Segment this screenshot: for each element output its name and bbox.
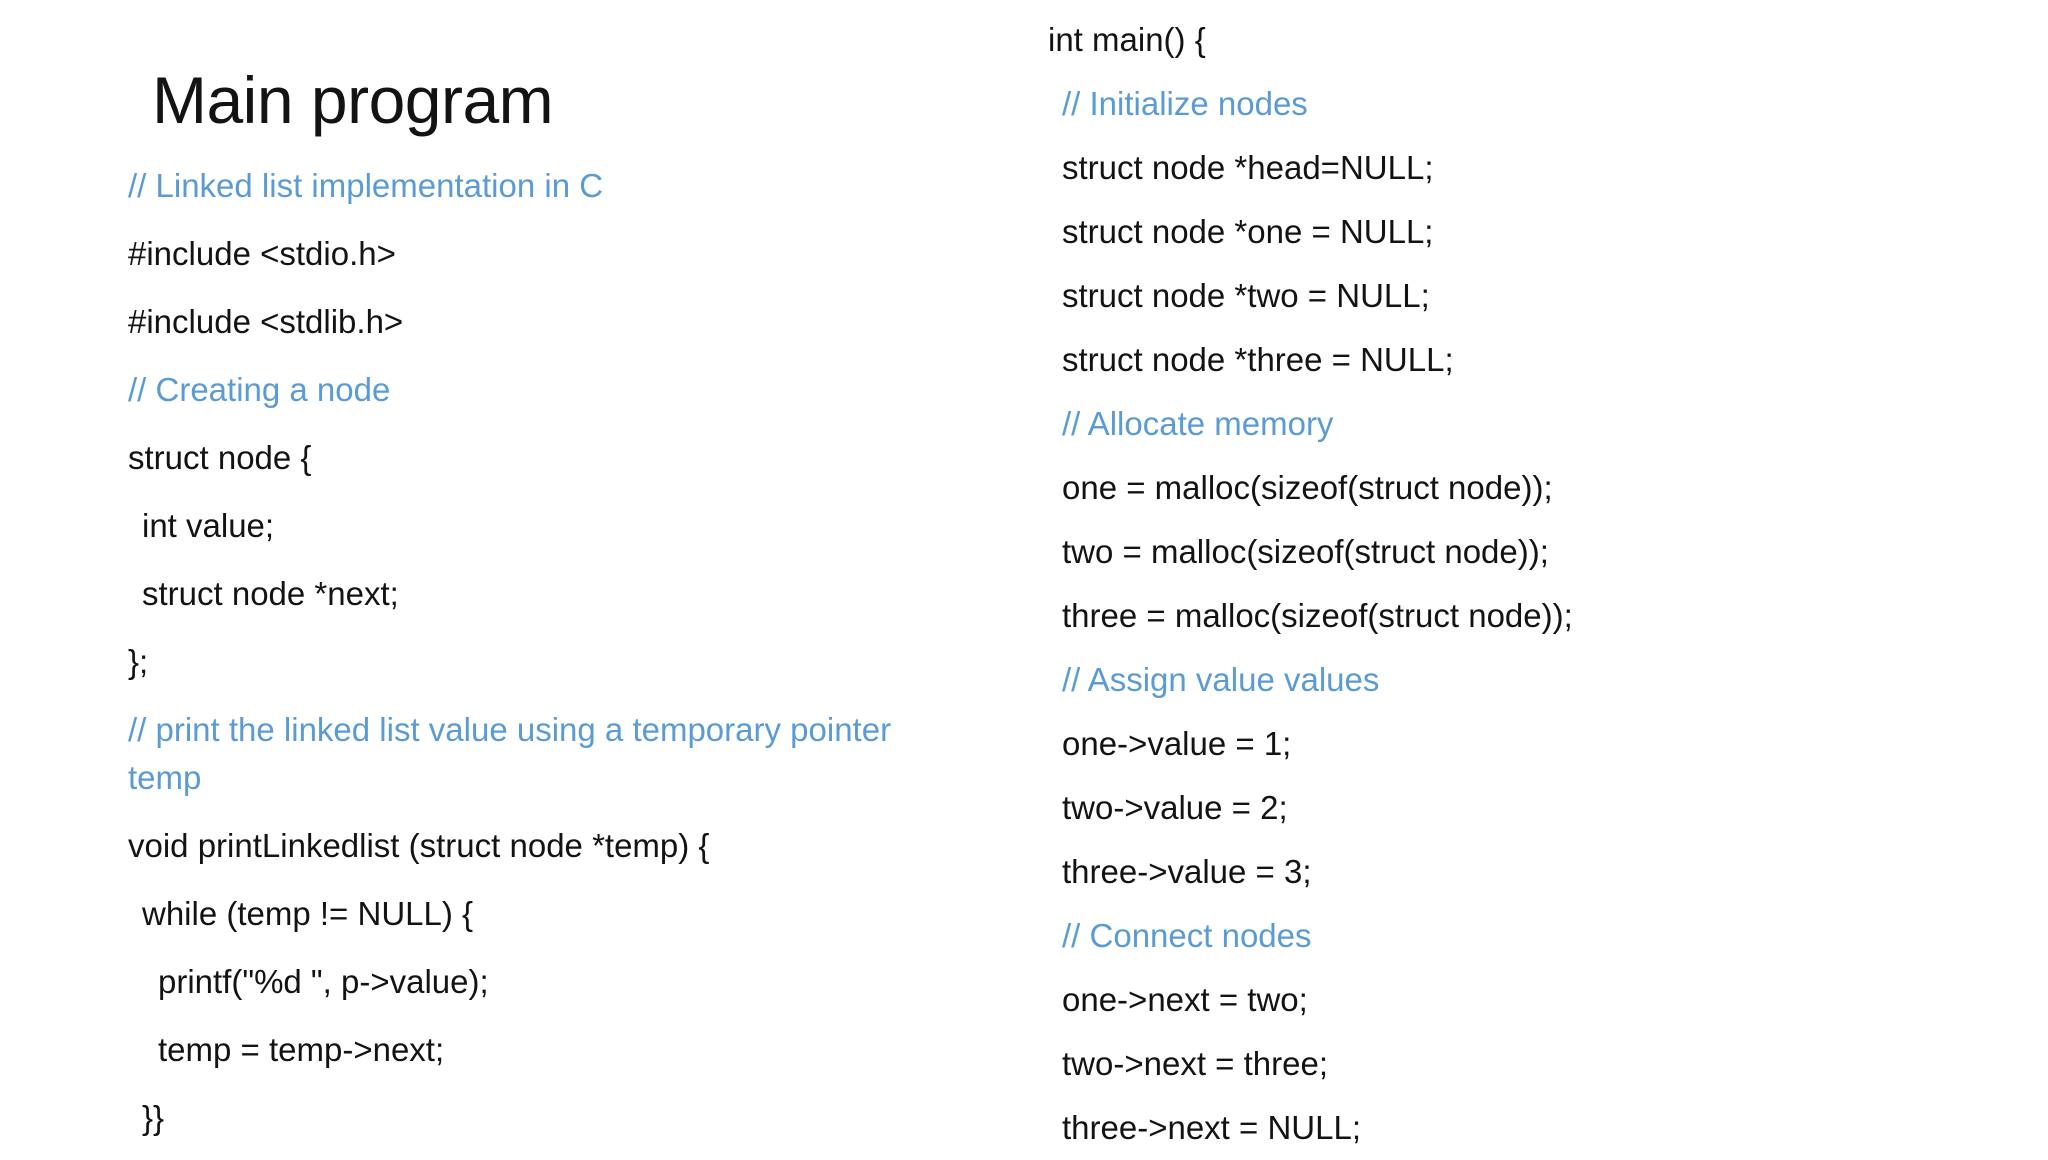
left-code-line: }} <box>142 1099 165 1136</box>
right-code-line: int main() { <box>1048 21 1206 58</box>
left-code-line: struct node { <box>128 439 312 476</box>
left-comment-line: // Creating a node <box>128 371 391 408</box>
left-code-line: printf("%d ", p->value); <box>158 963 489 1000</box>
right-comment-line: // Initialize nodes <box>1062 85 1308 122</box>
left-code-line: temp = temp->next; <box>158 1031 445 1068</box>
right-code-line: two = malloc(sizeof(struct node)); <box>1062 533 1549 570</box>
left-code-line: #include <stdlib.h> <box>128 303 404 340</box>
right-code-line: one = malloc(sizeof(struct node)); <box>1062 469 1553 506</box>
left-code-line: while (temp != NULL) { <box>142 895 474 932</box>
code-column-right: int main() { // Initialize nodes struct no… <box>1048 8 1948 1160</box>
right-comment-line: // Connect nodes <box>1062 917 1312 954</box>
code-column-left: // Linked list implementation in C #inclu… <box>128 152 948 1152</box>
page-title: Main program <box>152 63 554 137</box>
left-comment-line: // print the linked list value using a t… <box>128 711 901 796</box>
left-comment-line: // Linked list implementation in C <box>128 167 604 204</box>
right-code-line: three->next = NULL; <box>1062 1109 1361 1146</box>
left-code-line: #include <stdio.h> <box>128 235 396 272</box>
left-code-line: struct node *next; <box>142 575 399 612</box>
right-code-line: one->next = two; <box>1062 981 1308 1018</box>
right-code-line: struct node *two = NULL; <box>1062 277 1430 314</box>
right-code-line: struct node *one = NULL; <box>1062 213 1434 250</box>
left-code-line: }; <box>128 643 149 680</box>
right-code-line: three = malloc(sizeof(struct node)); <box>1062 597 1573 634</box>
right-code-line: three->value = 3; <box>1062 853 1312 890</box>
left-code-line: void printLinkedlist (struct node *temp)… <box>128 827 710 864</box>
right-comment-line: // Assign value values <box>1062 661 1380 698</box>
right-code-line: one->value = 1; <box>1062 725 1292 762</box>
right-code-line: struct node *head=NULL; <box>1062 149 1434 186</box>
right-code-line: two->next = three; <box>1062 1045 1328 1082</box>
left-code-line: int value; <box>142 507 275 544</box>
right-comment-line: // Allocate memory <box>1062 405 1334 442</box>
right-code-line: struct node *three = NULL; <box>1062 341 1454 378</box>
right-code-line: two->value = 2; <box>1062 789 1288 826</box>
